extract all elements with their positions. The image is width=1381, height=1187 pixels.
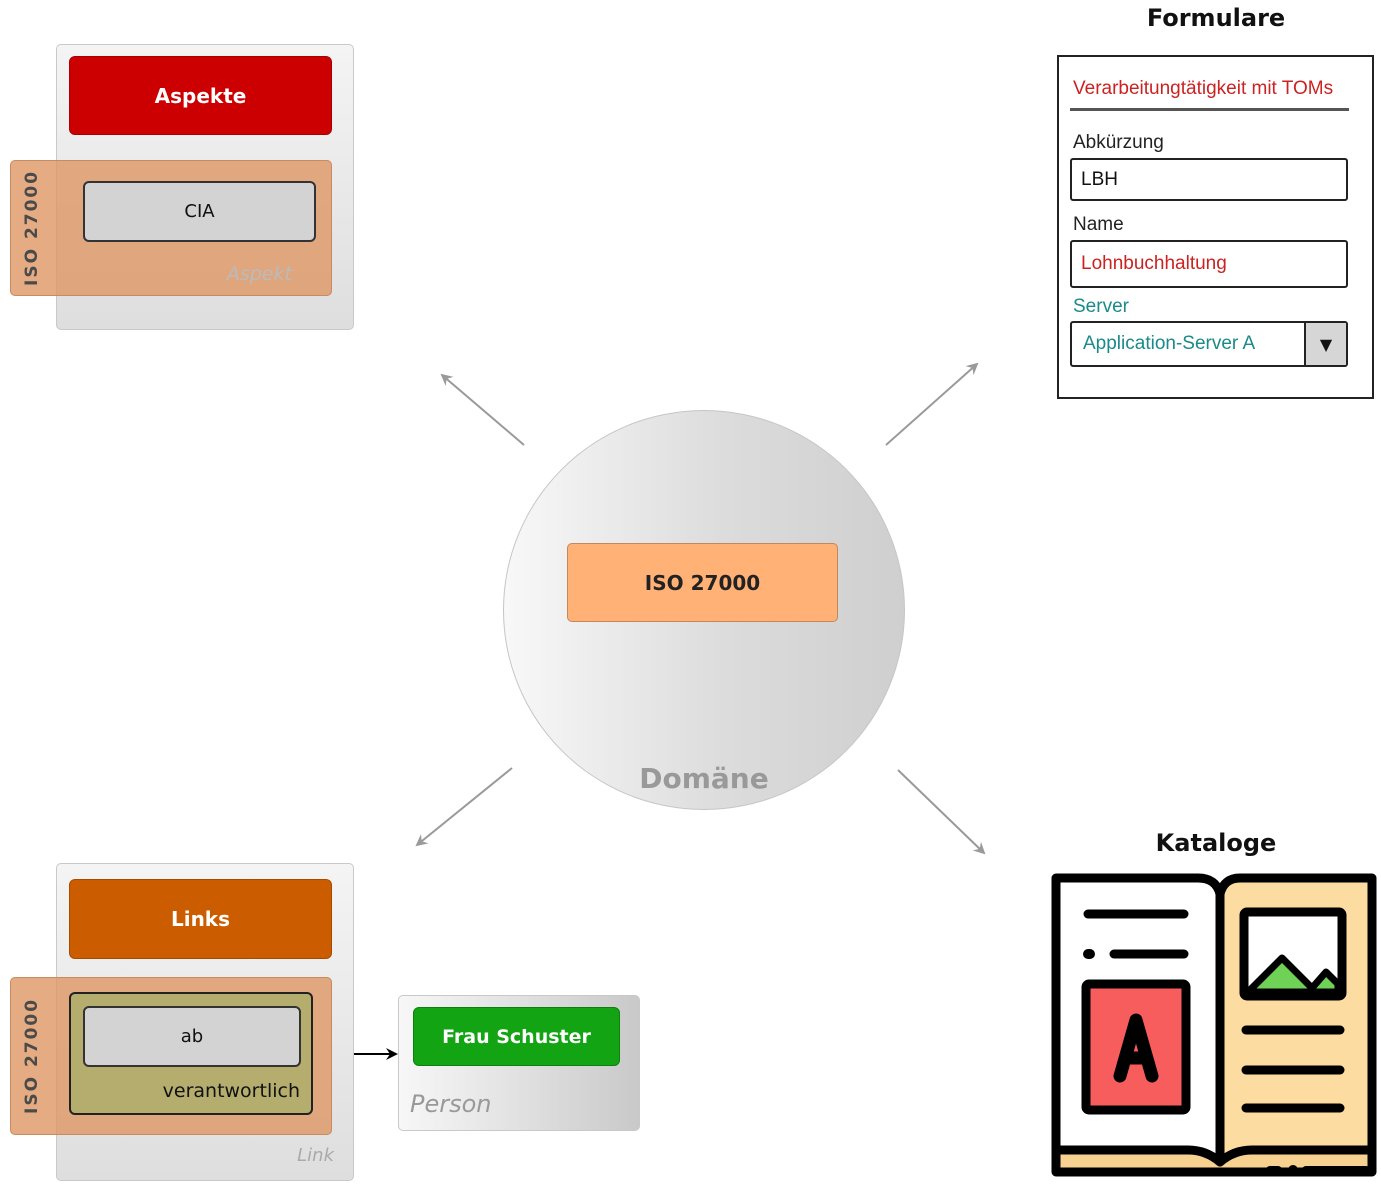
abbrev-label: Abkürzung bbox=[1073, 132, 1164, 153]
domain-iso-label: ISO 27000 bbox=[644, 570, 761, 595]
link-item-ab[interactable]: ab bbox=[83, 1006, 301, 1067]
arrow-to-links bbox=[415, 767, 513, 847]
name-value: Lohnbuchhaltung bbox=[1081, 253, 1227, 274]
arrow-to-forms bbox=[885, 362, 979, 446]
forms-title: Formulare bbox=[1146, 4, 1286, 32]
link-type-label: Link bbox=[297, 1145, 334, 1166]
arrow-to-aspects bbox=[440, 373, 525, 446]
catalogs-title: Kataloge bbox=[1155, 829, 1277, 857]
arrow-to-catalogs bbox=[897, 769, 986, 855]
domain-iso-box[interactable]: ISO 27000 bbox=[567, 543, 838, 622]
links-iso-label: ISO 27000 bbox=[22, 997, 42, 1115]
link-item-label: ab bbox=[180, 1026, 204, 1047]
aspects-iso-label: ISO 27000 bbox=[22, 169, 42, 287]
name-field[interactable]: Lohnbuchhaltung bbox=[1070, 240, 1348, 288]
aspects-header[interactable]: Aspekte bbox=[69, 56, 332, 135]
links-header-label: Links bbox=[170, 907, 231, 931]
relation-label: verantwortlich bbox=[162, 1080, 300, 1102]
book-icon bbox=[1051, 873, 1377, 1177]
server-select[interactable]: Application-Server A bbox=[1070, 321, 1348, 367]
server-label: Server bbox=[1073, 296, 1129, 317]
person-type-label: Person bbox=[410, 1090, 492, 1118]
aspect-type-label: Aspekt bbox=[226, 263, 292, 285]
form-title: Verarbeitungtätigkeit mit TOMs bbox=[1073, 78, 1334, 99]
chevron-down-icon[interactable]: ▼ bbox=[1304, 323, 1346, 365]
aspects-header-label: Aspekte bbox=[154, 83, 247, 108]
form-title-divider bbox=[1070, 108, 1349, 111]
aspect-item-cia[interactable]: CIA bbox=[83, 181, 316, 242]
name-label: Name bbox=[1073, 214, 1124, 235]
domain-type-label: Domäne bbox=[639, 762, 769, 795]
links-header[interactable]: Links bbox=[69, 879, 332, 959]
person-box[interactable]: Frau Schuster bbox=[413, 1007, 620, 1066]
aspect-item-label: CIA bbox=[184, 201, 215, 222]
abbrev-field[interactable]: LBH bbox=[1070, 158, 1348, 201]
abbrev-value: LBH bbox=[1081, 168, 1118, 190]
server-value: Application-Server A bbox=[1083, 333, 1256, 354]
person-name: Frau Schuster bbox=[442, 1025, 591, 1048]
